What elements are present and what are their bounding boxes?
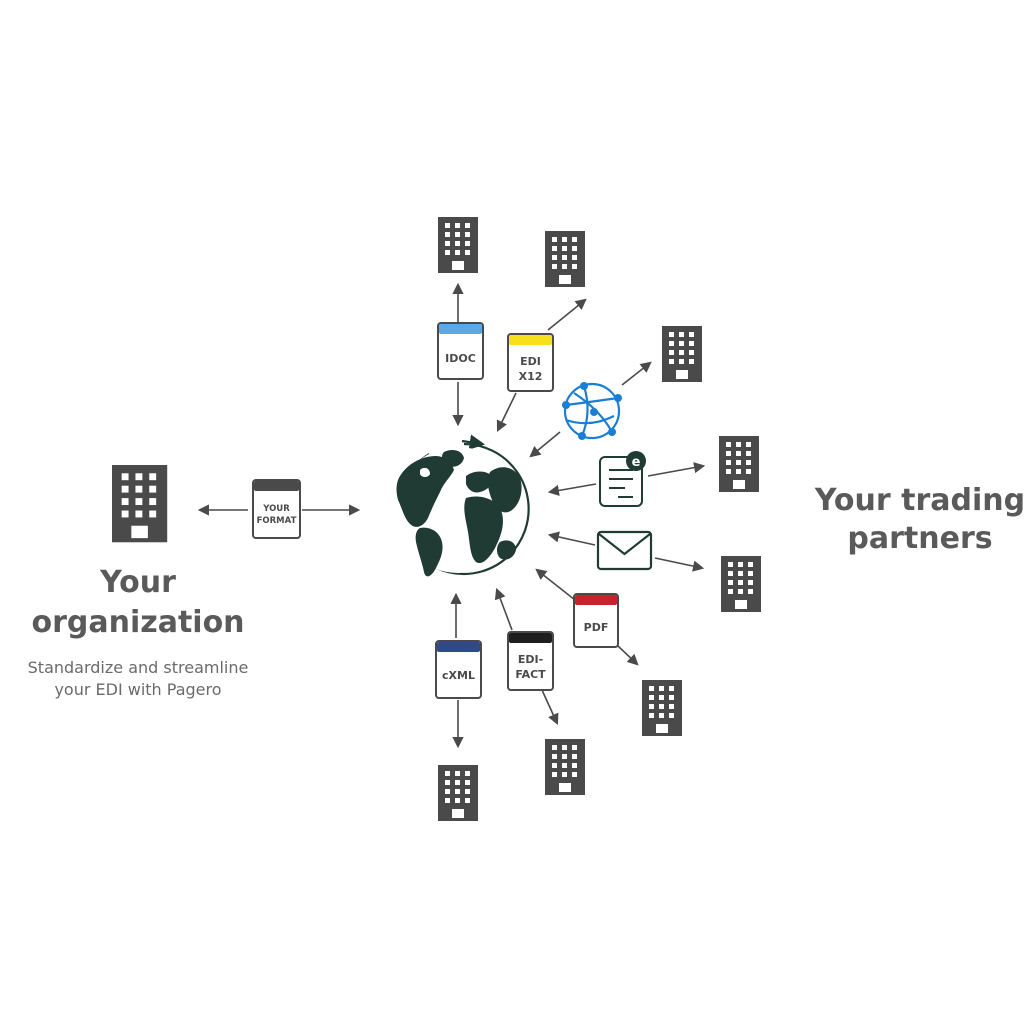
arrow-icon [654, 557, 705, 572]
edi-x12-document-icon: EDI X12 [507, 333, 554, 392]
arrow-icon [547, 483, 597, 496]
partner-building-icon [545, 739, 585, 795]
arrow-icon [496, 392, 517, 433]
organization-subtitle-line2: your EDI with Pagero [54, 680, 222, 699]
arrow-icon [535, 568, 576, 601]
partner-building-icon [438, 765, 478, 821]
idoc-label: IDOC [445, 352, 476, 365]
envelope-icon [596, 530, 653, 571]
partner-building-icon [719, 436, 759, 492]
partner-building-icon [721, 556, 761, 612]
your-format-label-line2: FORMAT [257, 516, 297, 526]
arrow-icon [547, 531, 596, 546]
cxml-document-icon: cXML [435, 640, 482, 699]
idoc-document-icon: IDOC [437, 322, 484, 380]
network-icon [562, 382, 622, 440]
arrow-icon [541, 689, 559, 726]
pdf-label: PDF [584, 621, 609, 634]
edifact-document-icon: EDI- FACT [507, 631, 554, 691]
einvoice-badge-label: e [632, 455, 641, 470]
e-invoice-icon: e [599, 451, 646, 507]
partner-building-icon [662, 326, 702, 382]
arrows [197, 282, 706, 749]
organization-subtitle: Standardize and streamline your EDI with… [10, 657, 266, 701]
organization-subtitle-line1: Standardize and streamline [27, 658, 249, 677]
your-format-label-line1: YOUR [262, 504, 290, 514]
arrow-icon [621, 361, 652, 386]
globe-icon [395, 434, 530, 577]
edifact-label-line2: FACT [515, 668, 546, 681]
arrow-icon [494, 587, 513, 631]
organization-title-text: Your organization [31, 565, 245, 640]
partner-building-icon [438, 217, 478, 273]
trading-partners-title: Your trading partners [812, 482, 1028, 558]
edi-x12-label-line1: EDI [520, 355, 541, 368]
pdf-document-icon: PDF [573, 593, 619, 648]
arrow-icon [647, 462, 706, 477]
arrow-icon [529, 431, 561, 458]
trading-partners-title-text: Your trading partners [814, 483, 1026, 556]
partner-building-icon [545, 231, 585, 287]
edi-x12-label-line2: X12 [519, 370, 543, 383]
organization-building-icon [112, 465, 168, 543]
edifact-label-line1: EDI- [518, 653, 543, 666]
organization-title: Your organization [20, 563, 256, 643]
cxml-label: cXML [442, 669, 475, 682]
your-format-document-icon: YOUR FORMAT [252, 479, 301, 539]
partner-building-icon [642, 680, 682, 736]
arrow-icon [547, 298, 587, 331]
arrow-icon [617, 645, 639, 666]
